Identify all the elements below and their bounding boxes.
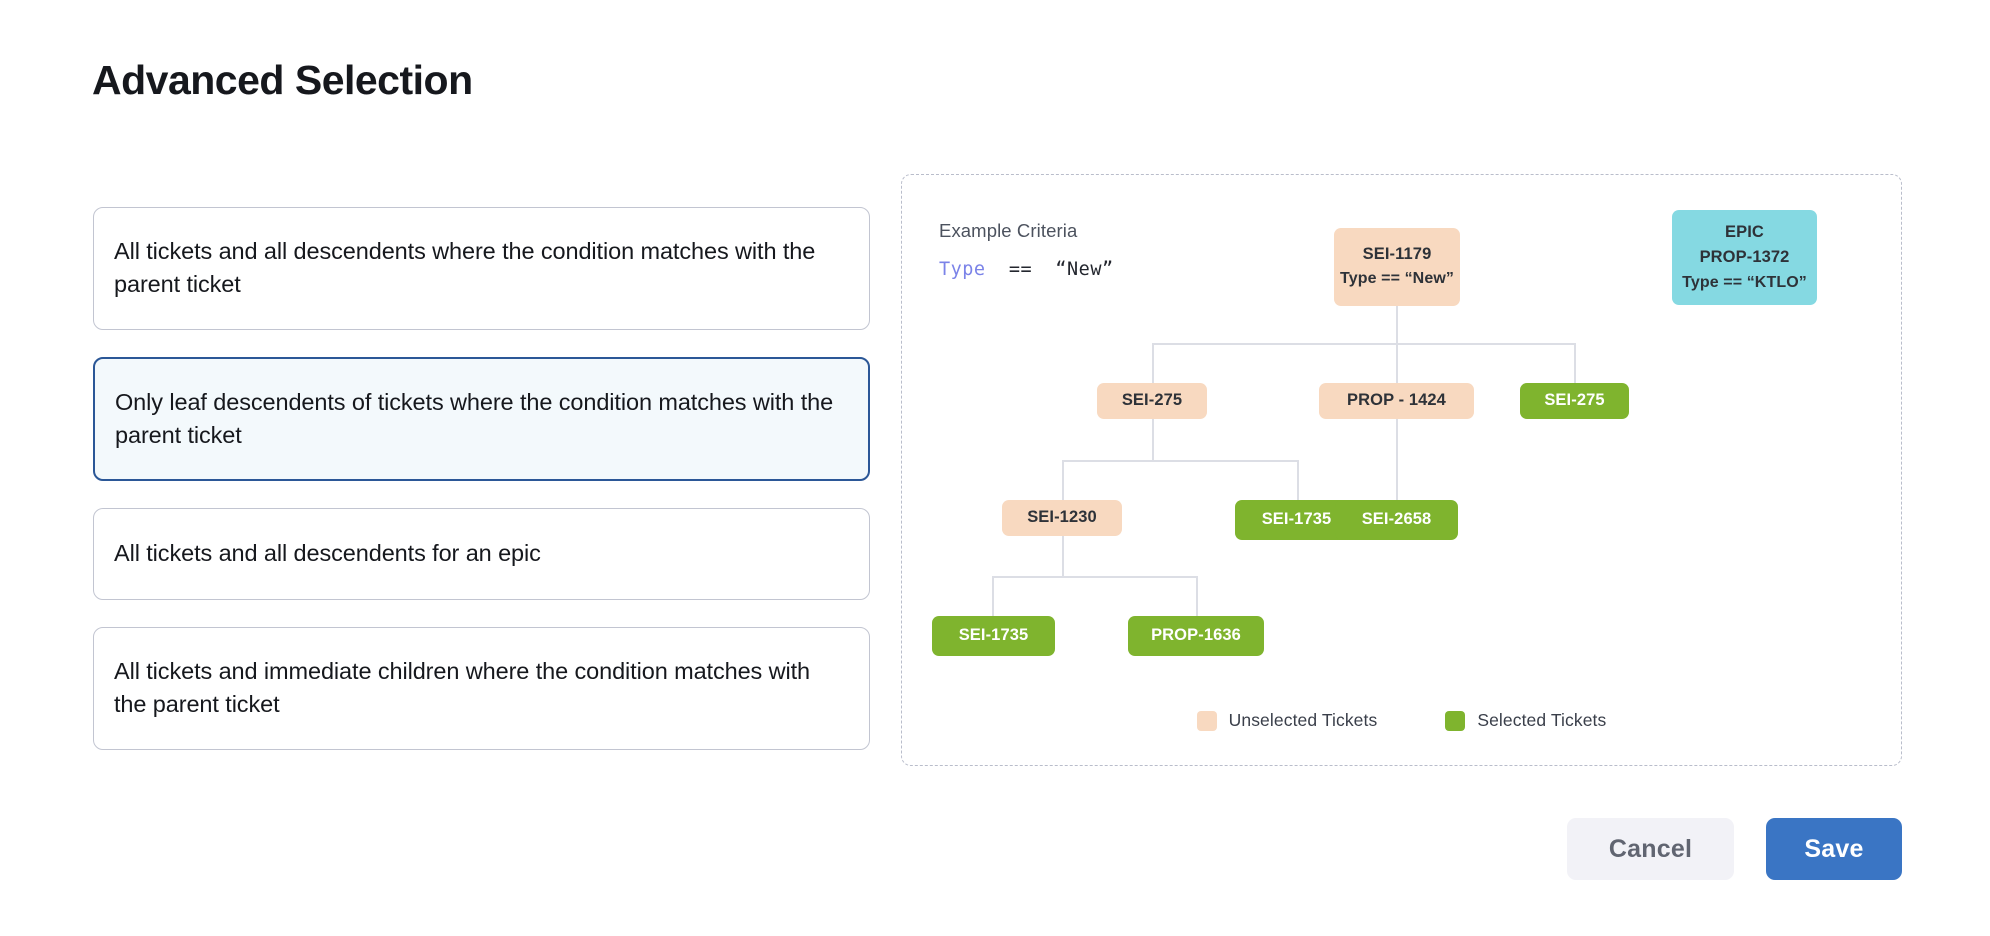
criteria-expression: Type == “New” [939, 259, 1114, 280]
criteria-value: “New” [1055, 259, 1114, 280]
legend-label: Unselected Tickets [1228, 710, 1378, 730]
connector-prop1424-to-sei2658 [1396, 417, 1398, 502]
node-sei-1735-leaf[interactable]: SEI-1735 [932, 616, 1055, 656]
connector-sei275-stem [1152, 417, 1154, 461]
connector-to-sei1735-mid [1297, 460, 1299, 502]
criteria-operator: == [1008, 259, 1033, 280]
option-label: All tickets and all descendents for an e… [114, 540, 541, 567]
legend-item-unselected: Unselected Tickets [1196, 710, 1378, 731]
option-label: All tickets and all descendents where th… [114, 238, 816, 298]
connector-to-prop1424 [1396, 343, 1398, 385]
node-sei-1230[interactable]: SEI-1230 [1002, 500, 1122, 536]
node-sei-1179[interactable]: SEI-1179 Type == “New” [1334, 228, 1460, 306]
option-card-all-descendents[interactable]: All tickets and all descendents where th… [93, 207, 870, 330]
node-title: SEI-1735 [1261, 510, 1332, 529]
connector-to-sei275-left [1152, 343, 1154, 385]
node-subtitle: Type == “KTLO” [1682, 273, 1807, 291]
node-title: PROP - 1424 [1347, 391, 1446, 410]
connector-to-sei1230 [1062, 460, 1064, 502]
criteria-spacer-1 [986, 259, 1009, 280]
node-title: SEI-1735 [958, 626, 1029, 645]
connector-row3-bus-left [1062, 460, 1298, 462]
option-card-leaf-descendents[interactable]: Only leaf descendents of tickets where t… [93, 356, 870, 482]
legend-swatch-unselected-icon [1196, 710, 1217, 731]
selection-options-list: All tickets and all descendents where th… [93, 207, 870, 750]
criteria-spacer-2 [1032, 259, 1055, 280]
node-title: PROP-1372 [1699, 248, 1790, 267]
connector-to-prop1636-leaf [1196, 576, 1198, 618]
node-title: SEI-2658 [1361, 510, 1432, 529]
node-title: SEI-1179 [1362, 244, 1432, 263]
node-title: PROP-1636 [1151, 626, 1241, 645]
option-card-epic-descendents[interactable]: All tickets and all descendents for an e… [93, 508, 870, 600]
connector-sei1230-stem [1062, 534, 1064, 577]
connector-to-sei1735-leaf [992, 576, 994, 618]
node-kind: EPIC [1725, 222, 1764, 241]
node-title: SEI-275 [1121, 391, 1183, 410]
connector-row4-bus [992, 576, 1197, 578]
option-card-immediate-children[interactable]: All tickets and immediate children where… [93, 626, 870, 750]
node-title: SEI-275 [1544, 391, 1605, 410]
dialog-footer: Cancel Save [1567, 818, 1902, 880]
connector-root-stem [1396, 306, 1398, 344]
criteria-title: Example Criteria [939, 220, 1078, 241]
cancel-button[interactable]: Cancel [1567, 818, 1734, 880]
node-prop-1636-leaf[interactable]: PROP-1636 [1128, 616, 1264, 656]
criteria-field: Type [939, 259, 986, 280]
node-subtitle: Type == “New” [1340, 270, 1454, 288]
node-sei-275-right[interactable]: SEI-275 [1520, 383, 1629, 419]
node-title: SEI-1230 [1027, 508, 1097, 527]
save-button[interactable]: Save [1766, 818, 1902, 880]
page-title: Advanced Selection [92, 57, 473, 103]
example-diagram-panel: Example Criteria Type == “New” SEI-1179 … [901, 174, 1902, 766]
node-prop-1424[interactable]: PROP - 1424 [1319, 383, 1474, 419]
connector-row2-bus [1152, 343, 1575, 345]
option-label: Only leaf descendents of tickets where t… [115, 388, 834, 449]
legend-swatch-selected-icon [1445, 710, 1466, 731]
legend-label: Selected Tickets [1477, 710, 1607, 730]
node-sei-275-left[interactable]: SEI-275 [1097, 383, 1207, 419]
node-epic-prop-1372[interactable]: EPIC PROP-1372 Type == “KTLO” [1672, 210, 1817, 305]
node-sei-2658[interactable]: SEI-2658 [1335, 500, 1458, 540]
diagram-legend: Unselected Tickets Selected Tickets [902, 710, 1901, 731]
connector-to-sei275-right [1574, 343, 1576, 385]
option-label: All tickets and immediate children where… [114, 657, 811, 718]
legend-item-selected: Selected Tickets [1445, 710, 1606, 731]
